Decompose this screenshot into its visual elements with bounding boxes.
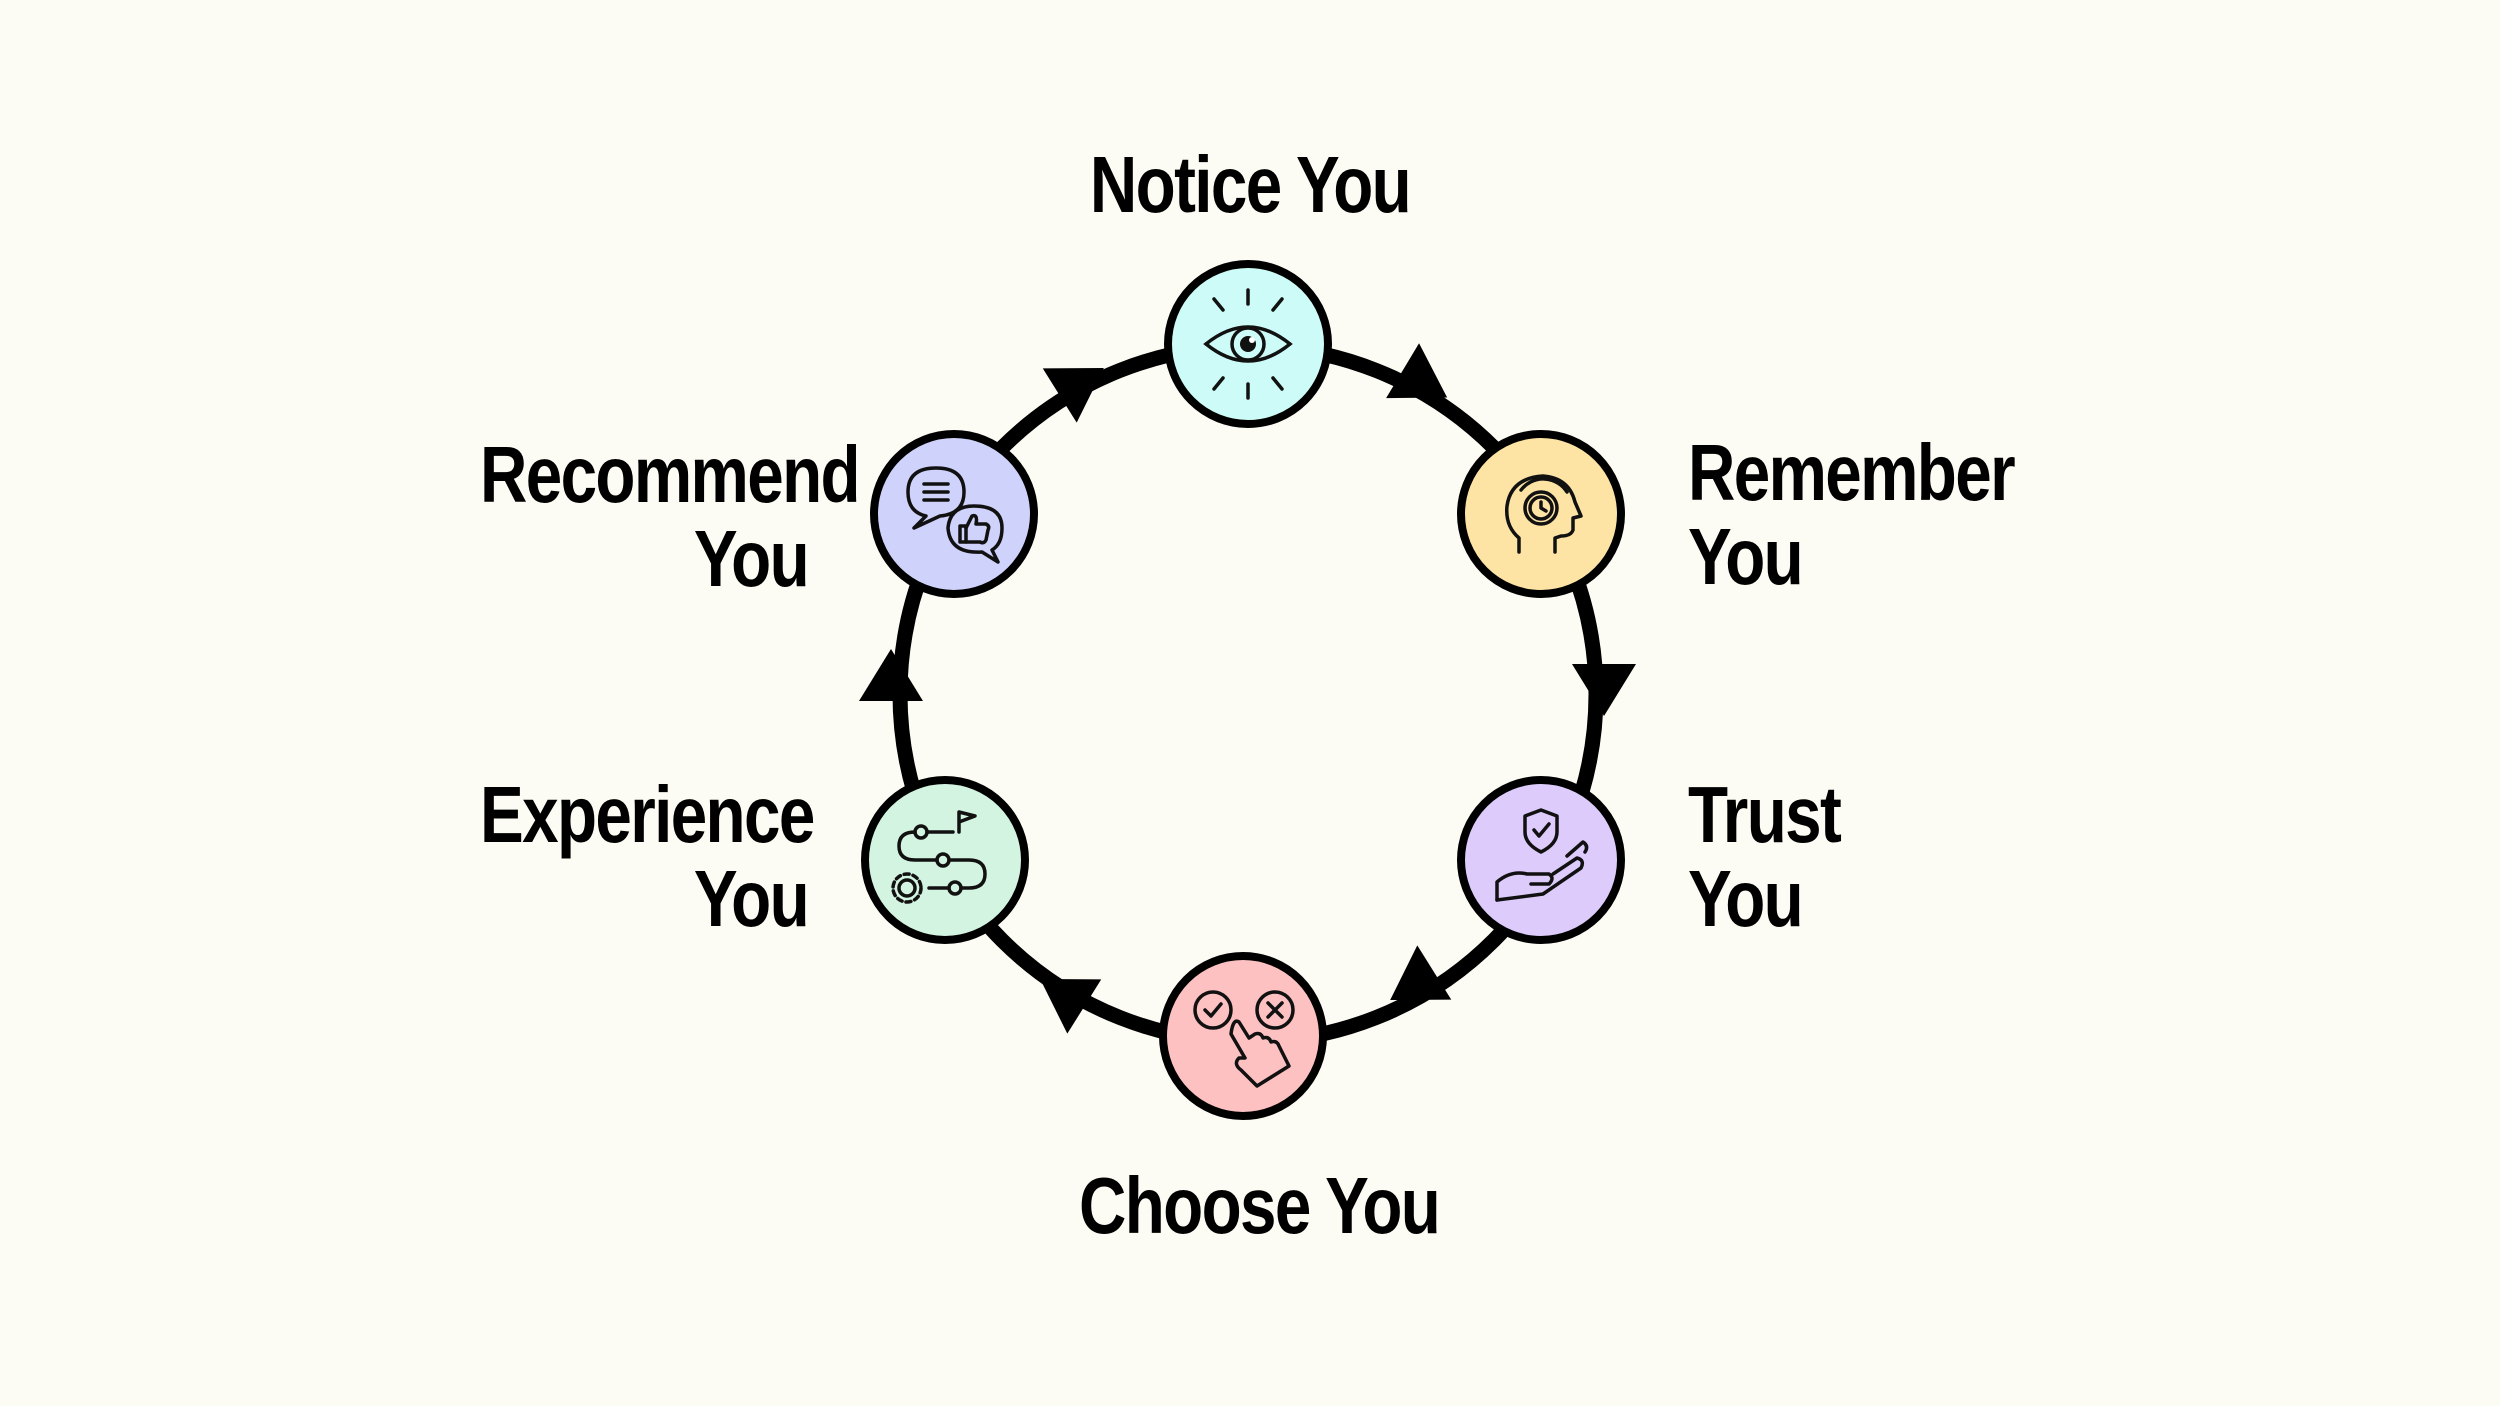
journey-path-icon [891, 810, 987, 904]
arrow-trust-to-choose [1390, 945, 1452, 1001]
node-choose-circle [1159, 952, 1327, 1120]
label-remember: Remember You [1688, 428, 2016, 601]
label-trust-line2: You [1688, 854, 1804, 943]
label-experience-line2: You [693, 854, 810, 943]
eye-icon [1203, 288, 1293, 400]
node-notice [1164, 260, 1332, 428]
label-remember-line1: Remember [1688, 428, 2016, 517]
label-experience: Experience You [480, 770, 815, 943]
node-experience [861, 776, 1029, 944]
label-recommend-line1: Recommend [480, 430, 861, 519]
arrow-notice-to-remember [1386, 343, 1448, 399]
label-notice-line1: Notice You [1089, 140, 1412, 229]
label-trust: Trust You [1688, 770, 1842, 943]
label-choose: Choose You [1079, 1161, 1441, 1250]
head-clock-icon [1505, 474, 1583, 554]
node-choose [1159, 952, 1327, 1120]
node-trust-circle [1457, 776, 1625, 944]
label-choose-line1: Choose You [1079, 1161, 1441, 1250]
arrow-experience-to-recommend [859, 649, 923, 701]
label-trust-line1: Trust [1688, 770, 1842, 859]
label-recommend-line2: You [693, 514, 810, 603]
node-trust [1457, 776, 1625, 944]
node-recommend [870, 430, 1038, 598]
label-remember-line2: You [1688, 512, 1804, 601]
shield-hand-icon [1495, 808, 1589, 902]
label-recommend: Recommend You [480, 430, 861, 603]
node-remember-circle [1457, 430, 1625, 598]
node-remember [1457, 430, 1625, 598]
label-notice: Notice You [1086, 143, 1414, 227]
chat-thumbs-up-icon [906, 466, 1004, 564]
arrow-choose-to-experience [1040, 978, 1102, 1034]
node-experience-circle [861, 776, 1029, 944]
arrow-remember-to-trust [1572, 664, 1636, 716]
label-experience-line1: Experience [480, 770, 815, 859]
check-cross-tap-icon [1193, 990, 1295, 1088]
arrow-recommend-to-notice [1042, 367, 1104, 423]
